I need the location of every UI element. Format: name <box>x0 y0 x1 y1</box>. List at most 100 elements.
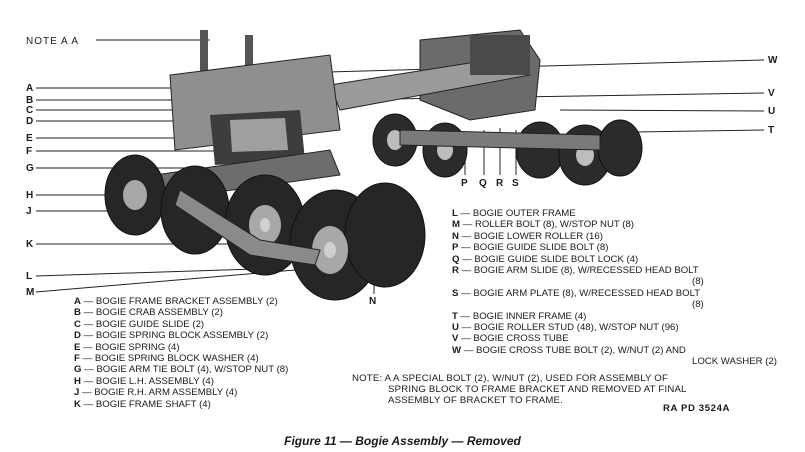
callout-u: U <box>768 106 776 117</box>
callout-d: D <box>26 116 34 127</box>
callout-q: Q <box>479 178 488 189</box>
figure-caption: Figure 11 — Bogie Assembly — Removed <box>284 434 521 448</box>
legend-text: BOGIE FRAME BRACKET ASSEMBLY (2) <box>95 296 278 307</box>
legend-text: BOGIE INNER FRAME (4) <box>472 310 587 322</box>
legend-item: J — BOGIE R.H. ARM ASSEMBLY (4) <box>74 387 238 399</box>
legend-key: K <box>74 398 81 410</box>
legend-item: A — BOGIE FRAME BRACKET ASSEMBLY (2) <box>74 296 278 307</box>
callout-t: T <box>768 125 775 136</box>
callout-c: C <box>26 105 34 116</box>
legend-text: BOGIE FRAME SHAFT (4) <box>95 398 211 410</box>
legend-item: U — BOGIE ROLLER STUD (48), W/STOP NUT (… <box>452 322 679 334</box>
rear-bogie <box>329 29 643 186</box>
legend-key: C <box>74 318 81 330</box>
legend-item: L — BOGIE OUTER FRAME <box>452 208 576 219</box>
legend-item: E — BOGIE SPRING (4) <box>74 341 180 353</box>
legend-key: P <box>452 242 459 254</box>
callout-f: F <box>26 146 33 157</box>
note-line: ASSEMBLY OF BRACKET TO FRAME. <box>388 395 563 406</box>
callout-n: N <box>369 296 377 307</box>
legend-text: BOGIE SPRING (4) <box>95 341 180 353</box>
assembly-note: NOTE: A A SPECIAL BOLT (2), W/NUT (2), U… <box>352 373 744 406</box>
legend-text: (8) <box>692 276 704 288</box>
legend-key: M <box>452 219 460 231</box>
legend-item: C — BOGIE GUIDE SLIDE (2) <box>74 318 205 330</box>
legend-item: P — BOGIE GUIDE SLIDE BOLT (8) <box>452 242 609 254</box>
legend-text: BOGIE ARM TIE BOLT (4), W/STOP NUT (8) <box>96 364 289 376</box>
reference-number: RA PD 3524A <box>663 403 731 414</box>
legend-text: BOGIE ARM SLIDE (8), W/RECESSED HEAD BOL… <box>473 265 699 277</box>
legend-text: BOGIE SPRING BLOCK ASSEMBLY (2) <box>95 330 269 342</box>
legend-text: LOCK WASHER (2) <box>692 356 777 368</box>
legend-item: (8) <box>452 276 777 287</box>
callout-m: M <box>26 287 35 298</box>
callout-l: L <box>26 271 33 282</box>
legend-item: D — BOGIE SPRING BLOCK ASSEMBLY (2) <box>74 330 269 342</box>
legend-text: BOGIE OUTER FRAME <box>472 208 576 219</box>
callout-j: J <box>26 206 33 217</box>
legend-text: BOGIE CROSS TUBE <box>473 333 569 345</box>
legend-left: A — BOGIE FRAME BRACKET ASSEMBLY (2)B — … <box>74 296 288 410</box>
legend-text: BOGIE LOWER ROLLER (16) <box>473 230 603 242</box>
legend-item: S — BOGIE ARM PLATE (8), W/RECESSED HEAD… <box>452 287 701 299</box>
legend-text: BOGIE CRAB ASSEMBLY (2) <box>95 307 223 319</box>
legend-key: G <box>74 364 82 376</box>
legend-key: T <box>452 310 458 322</box>
legend-item: H — BOGIE L.H. ASSEMBLY (4) <box>74 375 214 387</box>
legend-key: N <box>452 230 459 242</box>
note-line: NOTE: A A SPECIAL BOLT (2), W/NUT (2), U… <box>352 373 669 384</box>
legend-key: A <box>74 296 81 307</box>
legend-key: D <box>74 330 81 342</box>
legend-item: F — BOGIE SPRING BLOCK WASHER (4) <box>74 353 259 365</box>
callout-s: S <box>512 178 520 189</box>
callout-r: R <box>496 178 504 189</box>
legend-item: K — BOGIE FRAME SHAFT (4) <box>74 398 211 410</box>
legend-key: E <box>74 341 81 353</box>
legend-item: W — BOGIE CROSS TUBE BOLT (2), W/NUT (2)… <box>452 344 686 356</box>
legend-key: B <box>74 307 81 319</box>
legend-item: T — BOGIE INNER FRAME (4) <box>452 310 587 322</box>
callout-w: W <box>768 55 778 66</box>
legend-key: J <box>74 387 80 399</box>
legend-item: Q — BOGIE GUIDE SLIDE BOLT LOCK (4) <box>452 253 639 265</box>
legend-key: Q <box>452 253 460 265</box>
legend-item: LOCK WASHER (2) <box>452 356 777 367</box>
legend-text: BOGIE GUIDE SLIDE (2) <box>95 318 205 330</box>
legend-item: G — BOGIE ARM TIE BOLT (4), W/STOP NUT (… <box>74 364 289 376</box>
legend-text: BOGIE CROSS TUBE BOLT (2), W/NUT (2) AND <box>476 344 686 356</box>
legend-item: M — ROLLER BOLT (8), W/STOP NUT (8) <box>452 219 634 231</box>
callout-e: E <box>26 133 34 144</box>
legend-key: R <box>452 265 459 277</box>
callout-k: K <box>26 239 34 250</box>
legend-text: BOGIE GUIDE SLIDE BOLT LOCK (4) <box>474 253 639 265</box>
legend-text: BOGIE ARM PLATE (8), W/RECESSED HEAD BOL… <box>473 287 701 299</box>
legend-item: R — BOGIE ARM SLIDE (8), W/RECESSED HEAD… <box>452 265 699 277</box>
front-bogie <box>104 30 426 301</box>
legend-text: BOGIE L.H. ASSEMBLY (4) <box>95 375 214 387</box>
callout-p: P <box>461 178 469 189</box>
legend-text: (8) <box>692 299 704 311</box>
legend-item: N — BOGIE LOWER ROLLER (16) <box>452 230 603 242</box>
legend-text: ROLLER BOLT (8), W/STOP NUT (8) <box>474 219 634 231</box>
callout-a: A <box>26 83 34 94</box>
legend-item: V — BOGIE CROSS TUBE <box>452 333 569 345</box>
callout-g: G <box>26 163 35 174</box>
legend-key: H <box>74 375 81 387</box>
legend-text: BOGIE ROLLER STUD (48), W/STOP NUT (96) <box>473 322 679 334</box>
legend-item: B — BOGIE CRAB ASSEMBLY (2) <box>74 307 223 319</box>
legend-key: F <box>74 353 80 365</box>
note-top-label: NOTE A A <box>26 36 80 47</box>
legend-text: BOGIE SPRING BLOCK WASHER (4) <box>94 353 259 365</box>
legend-text: BOGIE GUIDE SLIDE BOLT (8) <box>473 242 609 254</box>
callout-v: V <box>768 88 776 99</box>
legend-text: BOGIE R.H. ARM ASSEMBLY (4) <box>94 387 238 399</box>
legend-key: V <box>452 333 459 345</box>
legend-key: W <box>452 344 462 356</box>
callout-h: H <box>26 190 34 201</box>
callout-b: B <box>26 95 34 106</box>
legend-key: S <box>452 287 459 299</box>
note-line: SPRING BLOCK TO FRAME BRACKET AND REMOVE… <box>388 384 687 395</box>
